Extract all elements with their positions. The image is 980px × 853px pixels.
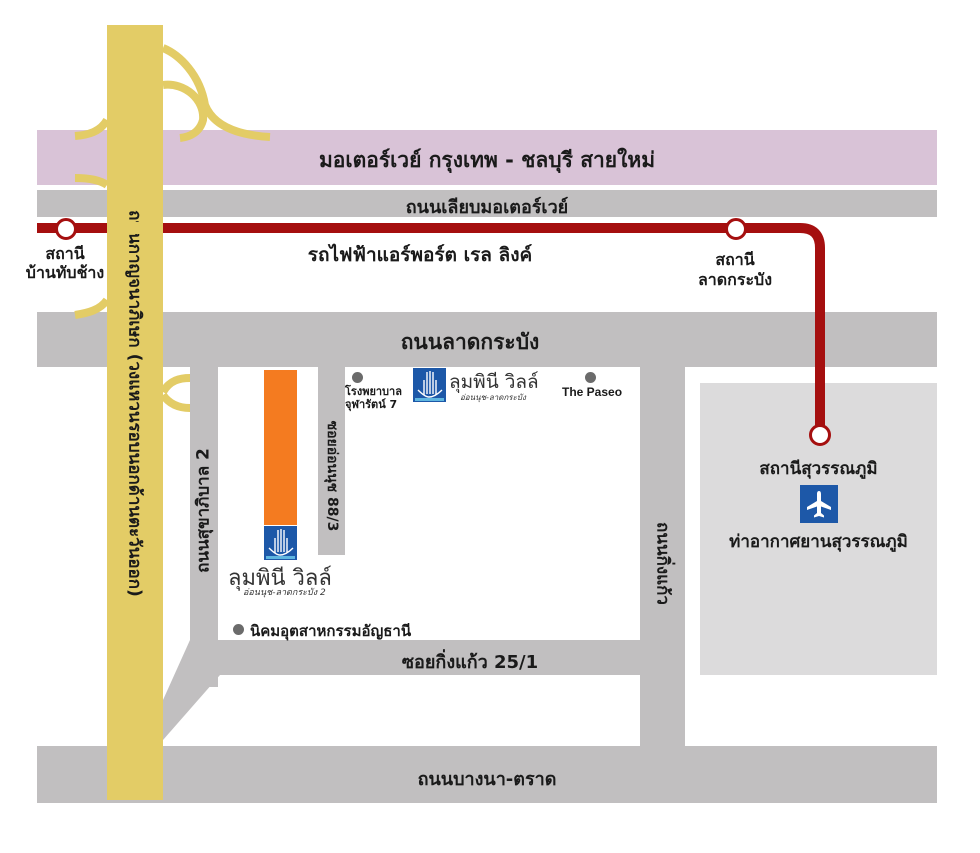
lumpini-ville-2-name: ลุมพินี วิลล์: [228, 566, 332, 591]
motorway-label: มอเตอร์เวย์ กรุงเทพ - ชลบุรี สายใหม่: [318, 148, 656, 172]
station-lat-krabang-line2: ลาดกระบัง: [697, 270, 773, 289]
project-site-marker[interactable]: [264, 370, 297, 525]
station-suvarnabhumi-label: สถานีสุวรรณภูมิ: [759, 459, 878, 479]
station-ban-thap-chang-line1: สถานี: [45, 244, 85, 263]
station-ban-thap-chang-line2: บ้านทับช้าง: [25, 263, 105, 282]
lumpini-ville-logo[interactable]: [413, 368, 446, 402]
lumpini-ville-2-sub: อ่อนนุช-ลาดกระบัง 2: [243, 588, 326, 598]
industrial-estate-poi-dot[interactable]: [233, 624, 244, 635]
frontage-road: [37, 190, 937, 217]
kingkaew-road: [640, 367, 685, 803]
lumpini-ville-name: ลุมพินี วิลล์: [449, 371, 539, 393]
sukhaphiban2-road: [190, 367, 218, 687]
station-lat-krabang-marker[interactable]: [725, 218, 747, 240]
bangna-trat-road-label: ถนนบางนา-ตราด: [417, 769, 557, 790]
industrial-estate-poi-label: นิคมอุตสาหกรรมอัญธานี: [250, 622, 412, 640]
lat-krabang-road: [37, 312, 937, 367]
hospital-poi-line2: จุฬารัตน์ 7: [345, 398, 398, 411]
station-lat-krabang-line1: สถานี: [715, 250, 755, 269]
paseo-poi-label: The Paseo: [562, 385, 623, 399]
hospital-poi-dot[interactable]: [352, 372, 363, 383]
airplane-icon: [800, 485, 838, 523]
station-ban-thap-chang-marker[interactable]: [55, 218, 77, 240]
soi-onnut-88-3-road: [318, 367, 345, 555]
frontage-road-label: ถนนเลียบมอเตอร์เวย์: [405, 197, 569, 218]
lat-krabang-road-label: ถนนลาดกระบัง: [400, 330, 540, 354]
rail-line-label: รถไฟฟ้าแอร์พอร์ต เรล ลิงค์: [307, 244, 533, 266]
kanchanaphisek-road: [107, 25, 163, 800]
soi-kingkaew-25-1-label: ซอยกิ่งแก้ว 25/1: [401, 652, 539, 673]
station-ban-thap-chang-label: สถานี บ้านทับช้าง: [15, 244, 115, 282]
soi-kingkaew-25-1-road: [190, 640, 650, 675]
lumpini-ville-sub: อ่อนนุช-ลาดกระบัง: [460, 393, 526, 402]
lumpini-ville-2-logo[interactable]: [264, 526, 297, 560]
ring-road-ramps: [74, 25, 271, 800]
hospital-poi-label: โรงพยาบาล จุฬารัตน์ 7: [345, 385, 402, 411]
hospital-poi-line1: โรงพยาบาล: [345, 385, 402, 398]
station-lat-krabang-label: สถานี ลาดกระบัง: [685, 250, 785, 290]
paseo-poi-dot[interactable]: [585, 372, 596, 383]
bangna-trat-road: [37, 746, 937, 803]
station-suvarnabhumi-marker[interactable]: [809, 424, 831, 446]
airport-name: ท่าอากาศยานสุวรรณภูมิ: [729, 532, 908, 552]
